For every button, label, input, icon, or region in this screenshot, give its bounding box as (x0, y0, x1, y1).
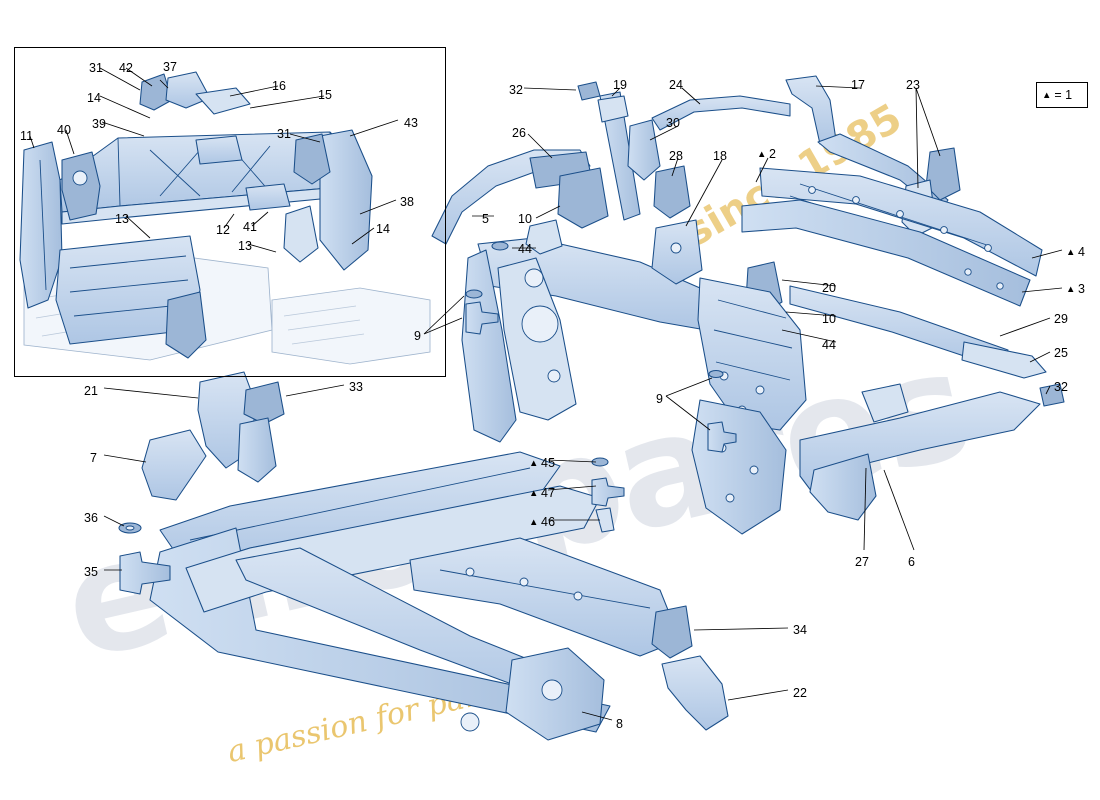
callout-inset-42: 42 (119, 61, 134, 75)
main-chassis-graphics (118, 75, 1065, 741)
callout-lbl-35: 35 (84, 565, 99, 579)
callout-lbl-22: 22 (793, 686, 808, 700)
callout-lbl-4: 4 (1066, 246, 1085, 259)
callout-inset-37: 37 (163, 60, 178, 74)
callout-inset-39: 39 (92, 117, 107, 131)
callout-lbl-9a: 9 (414, 329, 422, 343)
callout-inset-13b: 13 (238, 239, 253, 253)
callout-lbl-8: 8 (616, 717, 624, 731)
callout-inset-16: 16 (272, 79, 287, 93)
legend-label: = 1 (1042, 88, 1072, 102)
callout-lbl-19: 19 (613, 78, 628, 92)
callout-inset-40: 40 (57, 123, 72, 137)
callout-lbl-34: 34 (793, 623, 808, 637)
callout-lbl-44a: 44 (518, 242, 533, 256)
inset-detail-graphics (19, 71, 431, 365)
callout-lbl-3: 3 (1066, 283, 1085, 296)
callout-inset-13a: 13 (115, 212, 130, 226)
leader-lines (29, 67, 1063, 721)
callout-lbl-30: 30 (666, 116, 681, 130)
callout-inset-12: 12 (216, 223, 231, 237)
callout-lbl-24: 24 (669, 78, 684, 92)
callout-lbl-25: 25 (1054, 346, 1069, 360)
callout-inset-41: 41 (243, 220, 258, 234)
callout-lbl-7: 7 (90, 451, 98, 465)
callout-inset-43: 43 (404, 116, 419, 130)
callout-inset-14b: 14 (376, 222, 391, 236)
callout-lbl-10b: 10 (822, 312, 837, 326)
callout-inset-14a: 14 (87, 91, 102, 105)
callout-lbl-27: 27 (855, 555, 870, 569)
callout-lbl-21: 21 (84, 384, 99, 398)
callout-lbl-5: 5 (482, 212, 490, 226)
callout-inset-11: 11 (20, 129, 34, 143)
callout-inset-15: 15 (318, 88, 333, 102)
callout-lbl-6: 6 (908, 555, 916, 569)
callout-lbl-17: 17 (851, 78, 866, 92)
callout-lbl-29: 29 (1054, 312, 1069, 326)
detail-inset-frame (14, 47, 446, 377)
callout-lbl-45: 45 (529, 457, 555, 470)
callout-lbl-26: 26 (512, 126, 527, 140)
callout-lbl-2: 2 (757, 148, 776, 161)
callout-lbl-28: 28 (669, 149, 684, 163)
callout-lbl-20: 20 (822, 281, 837, 295)
callout-lbl-47: 47 (529, 487, 555, 500)
callout-lbl-44b: 44 (822, 338, 837, 352)
callout-inset-31a: 31 (89, 61, 104, 75)
callout-lbl-10a: 10 (518, 212, 533, 226)
callout-lbl-32a: 32 (509, 83, 524, 97)
callout-lbl-23: 23 (906, 78, 921, 92)
callout-lbl-46: 46 (529, 516, 555, 529)
callout-lbl-32b: 32 (1054, 380, 1069, 394)
callout-lbl-33: 33 (349, 380, 364, 394)
callout-inset-38: 38 (400, 195, 415, 209)
callout-inset-31b: 31 (277, 127, 292, 141)
callout-lbl-9b: 9 (656, 392, 664, 406)
callout-lbl-18: 18 (713, 149, 728, 163)
callout-lbl-36: 36 (84, 511, 99, 525)
